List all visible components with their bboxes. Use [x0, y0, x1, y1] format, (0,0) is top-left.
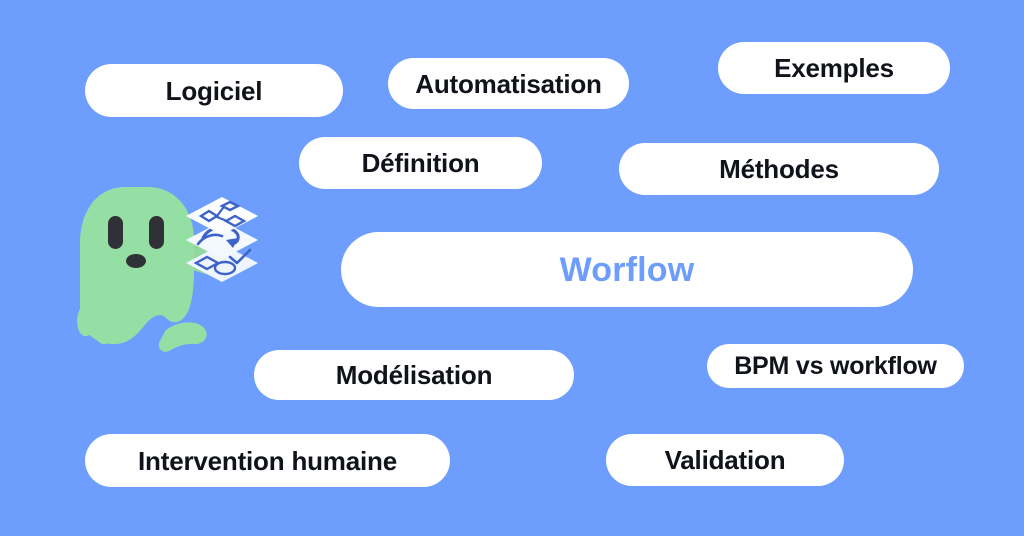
mascot-droplet-dot — [96, 328, 112, 344]
topic-pill-logiciel[interactable]: Logiciel — [85, 64, 343, 117]
topic-pill-bpm-vs-workflow[interactable]: BPM vs workflow — [707, 344, 964, 388]
workflow-card-bottom — [186, 244, 258, 282]
topic-pill-label: Exemples — [774, 53, 894, 83]
topic-pill-label: Validation — [664, 445, 786, 475]
topic-pill-label: Méthodes — [719, 154, 839, 184]
topic-pill-label: Automatisation — [415, 68, 602, 99]
topic-pill-modelisation[interactable]: Modélisation — [254, 350, 574, 400]
workflow-card-middle — [186, 221, 258, 259]
mascot-droplet-right — [158, 322, 207, 352]
arrow-loop-icon — [201, 225, 240, 246]
topic-pill-automatisation[interactable]: Automatisation — [388, 58, 629, 109]
topic-pill-validation[interactable]: Validation — [606, 434, 844, 486]
topic-pill-intervention-humaine[interactable]: Intervention humaine — [85, 434, 450, 487]
topic-pill-label: Modélisation — [335, 360, 493, 390]
topic-pill-label: Logiciel — [165, 75, 263, 106]
topic-pill-label: BPM vs workflow — [734, 351, 937, 380]
mascot-left-eye — [108, 216, 123, 249]
topic-pill-methodes[interactable]: Méthodes — [619, 143, 939, 195]
topic-pill-definition[interactable]: Définition — [299, 137, 542, 189]
center-topic-worflow[interactable]: Worflow — [341, 232, 913, 307]
workflow-card-top — [186, 197, 258, 235]
mascot-illustration — [70, 178, 265, 363]
topic-pill-exemples[interactable]: Exemples — [718, 42, 950, 94]
mascot-mouth — [126, 254, 146, 268]
topic-pill-label: Intervention humaine — [138, 445, 397, 476]
center-topic-label: Worflow — [559, 250, 695, 289]
mascot-right-eye — [149, 216, 164, 249]
topic-pill-label: Définition — [361, 148, 480, 178]
mascot-droplet-left — [77, 308, 93, 337]
